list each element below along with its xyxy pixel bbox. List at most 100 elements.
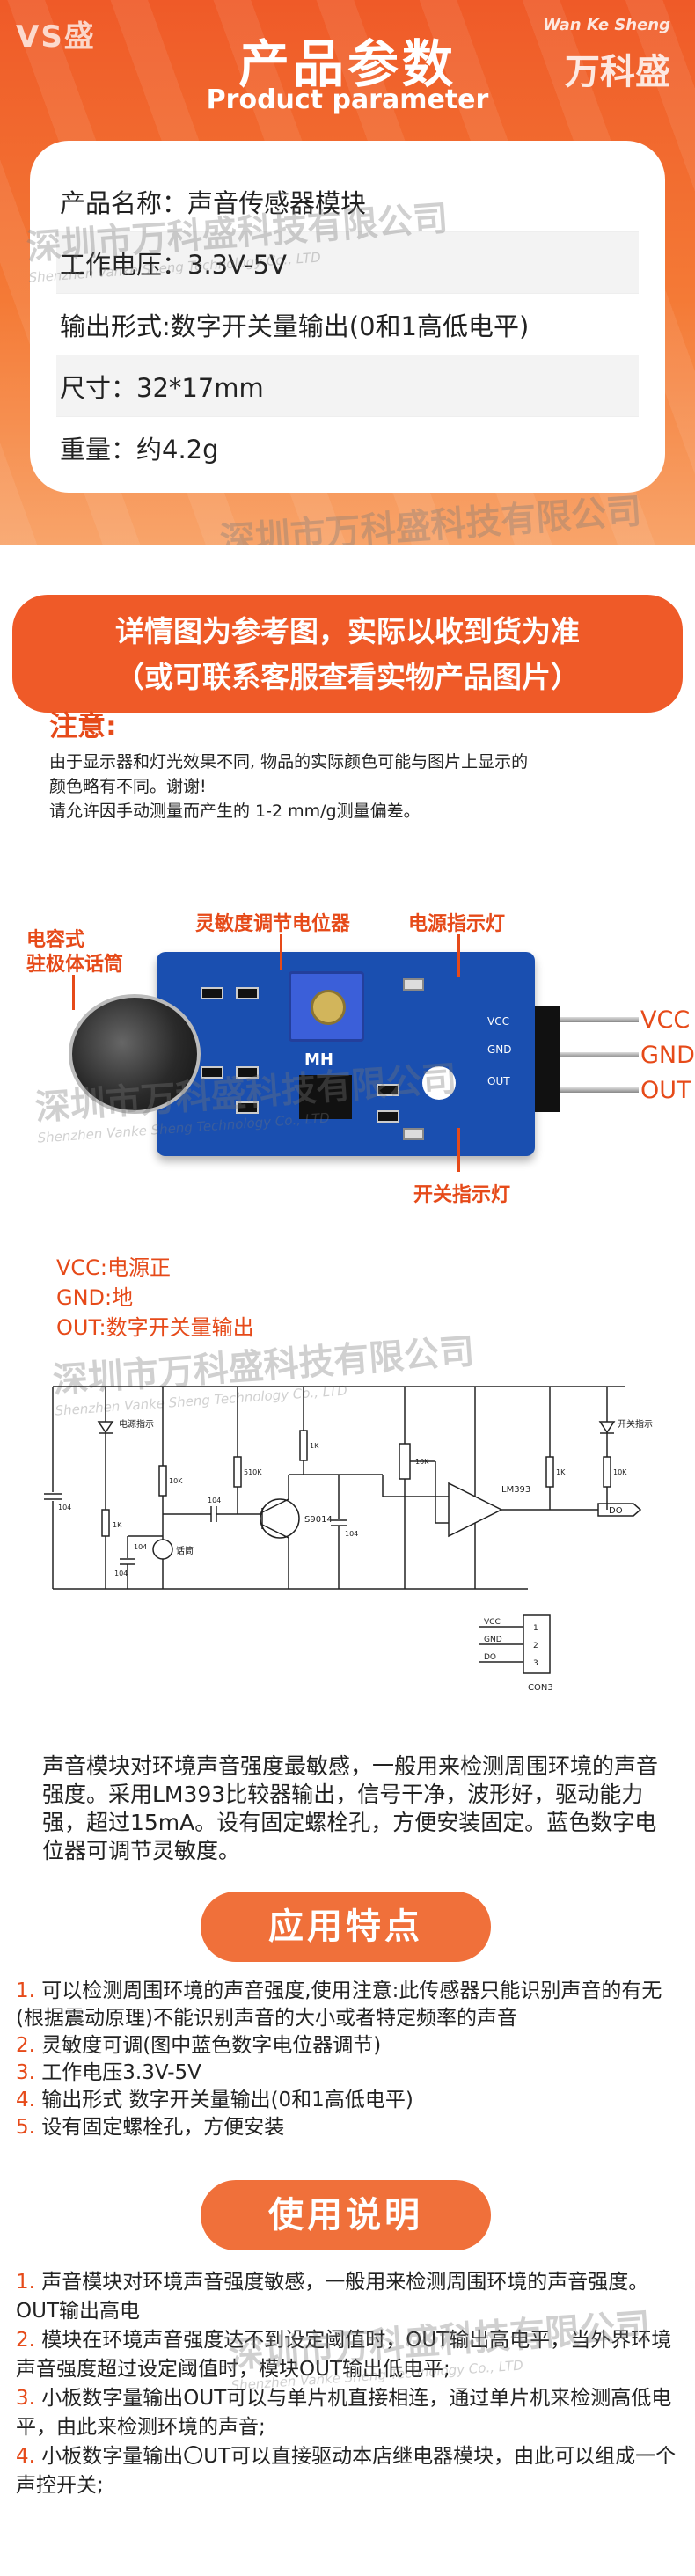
attention-title: 注意: [49, 709, 117, 743]
schem-value: 1K [310, 1442, 319, 1450]
schem-value: 10K [613, 1468, 627, 1476]
brand-logo-right: Wan Ke Sheng 万科盛 [543, 16, 670, 94]
schem-value: 10K [169, 1477, 183, 1485]
parameter-header: VS盛 Wan Ke Sheng 万科盛 产品参数 Product parame… [0, 0, 695, 545]
notice-line-1: 详情图为参考图，实际以收到货为准 [115, 614, 580, 648]
schem-conn-num: 2 [533, 1642, 538, 1650]
list-text: OUT输出高电 [16, 2300, 140, 2323]
list-number: 2. [16, 2034, 35, 2057]
board-pin-label: GND [487, 1043, 512, 1056]
schem-conn-num: 1 [533, 1624, 538, 1633]
list-item: 3. 工作电压3.3V-5V [16, 2060, 684, 2087]
schem-conn-pin: VCC [484, 1618, 501, 1627]
smd-component [377, 1084, 399, 1096]
header-pin [560, 1087, 639, 1093]
schem-label-connector: CON3 [528, 1683, 553, 1693]
list-number: 3. [16, 2387, 35, 2410]
attention-text: 由于显示器和灯光效果不同, 物品的实际颜色可能与图片上显示的 颜色略有不同。谢谢… [49, 750, 656, 823]
board-mark: MH [304, 1050, 333, 1069]
list-text: 灵敏度可调(图中蓝色数字电位器调节) [41, 2034, 382, 2057]
list-number: 1. [16, 2271, 35, 2294]
param-output-type: 输出形式:数字开关量输出(0和1高低电平) [56, 294, 639, 355]
circuit-schematic: 电源指示 开关指示 话筒 S9014 LM393 DO CON3 VCC GND… [44, 1386, 653, 1693]
list-number: 5. [16, 2116, 35, 2139]
electret-microphone [69, 994, 201, 1114]
param-weight: 重量：约4.2g [60, 435, 219, 465]
label-microphone-1: 电容式 [26, 929, 85, 951]
param-size: 尺寸：32*17mm [56, 355, 639, 417]
list-item: 2. 模块在环境声音强度达不到设定阈值时，OUT输出高电平，当外界环境声音强度超… [16, 2326, 684, 2384]
schem-value: 104 [114, 1570, 128, 1577]
list-item: 4. 小板数字量输出〇UT可以直接驱动本店继电器模块，由此可以组成一个声控开关; [16, 2442, 684, 2500]
potentiometer-knob [311, 990, 346, 1025]
param-product-name: 产品名称：声音传感器模块 [56, 171, 639, 232]
schem-resistor [158, 1465, 167, 1497]
header-pin [560, 1017, 639, 1022]
schem-conn-pin: GND [484, 1636, 502, 1644]
schem-resistor [101, 1509, 110, 1537]
list-item: 5. 设有固定螺栓孔，方便安装 [16, 2114, 684, 2141]
comparator-chip [299, 1075, 352, 1119]
schem-label-mic: 话筒 [176, 1545, 194, 1556]
schem-value: 1K [113, 1521, 122, 1529]
list-item: 1. 声音模块对环境声音强度敏感，一般用来检测周围环境的声音强度。 [16, 2268, 684, 2297]
label-microphone-2: 驻极体话筒 [26, 954, 124, 976]
pin-desc-vcc: VCC:电源正 [56, 1255, 172, 1280]
smd-component [236, 1101, 259, 1114]
features-list: 1. 可以检测周围环境的声音强度,使用注意:此传感器只能识别声音的有无(根据震动… [16, 1978, 684, 2141]
list-text: 小板数字量输出OUT可以与单片机直接相连，通过单片机来检测高低电平，由此来检测环… [16, 2387, 672, 2439]
list-text: 设有固定螺栓孔，方便安装 [41, 2116, 285, 2139]
board-pin-label: OUT [487, 1075, 510, 1087]
pin-label-vcc: VCC [640, 1006, 691, 1034]
potentiometer [289, 971, 364, 1042]
schem-label-transistor: S9014 [304, 1515, 333, 1525]
list-item: 2. 灵敏度可调(图中蓝色数字电位器调节) [16, 2032, 684, 2060]
page-subtitle: Product parameter [206, 84, 489, 115]
pointer-line [457, 934, 460, 977]
module-photo-diagram: MH VCC GND OUT 灵敏度调节电位器 电源指示灯 电容式 驻极体话筒 … [0, 889, 695, 1223]
schem-led-symbol [97, 1421, 114, 1434]
power-led [403, 978, 424, 991]
schem-output-tag [597, 1503, 642, 1517]
schem-led-symbol [598, 1421, 616, 1434]
notice-line-2: （或可联系客服查看实物产品图片） [115, 660, 580, 694]
schem-value: 10K [415, 1458, 429, 1466]
label-potentiometer: 灵敏度调节电位器 [195, 913, 351, 935]
schem-value: 104 [345, 1530, 358, 1538]
list-number: 4. [16, 2089, 35, 2111]
schem-value: 510K [244, 1468, 262, 1476]
attention-line: 由于显示器和灯光效果不同, 物品的实际颜色可能与图片上显示的 [49, 752, 529, 772]
list-text: 小板数字量输出〇UT可以直接驱动本店继电器模块，由此可以组成一个声控开关; [16, 2445, 677, 2497]
list-text: 声音模块对环境声音强度敏感，一般用来检测周围环境的声音强度。 [41, 2271, 649, 2294]
schem-value: 104 [58, 1504, 71, 1511]
parameter-card: 产品名称：声音传感器模块 工作电压：3.3V-5V 输出形式:数字开关量输出(0… [30, 141, 665, 493]
pointer-line [457, 1128, 460, 1172]
smd-component [236, 987, 259, 999]
board-pin-label: VCC [487, 1015, 509, 1028]
list-number: 2. [16, 2329, 35, 2352]
list-number: 3. [16, 2061, 35, 2084]
list-item: 1. 可以检测周围环境的声音强度,使用注意:此传感器只能识别声音的有无(根据震动… [16, 1978, 684, 2032]
list-item: 4. 输出形式 数字开关量输出(0和1高低电平) [16, 2087, 684, 2114]
list-number: 1. [16, 1980, 35, 2002]
brand-english-name: Wan Ke Sheng [543, 16, 670, 34]
schem-label-switch-led: 开关指示 [618, 1418, 653, 1430]
attention-line: 请允许因手动测量而产生的 1-2 mm/g测量偏差。 [49, 801, 421, 821]
schem-transistor-symbol [260, 1498, 300, 1539]
switch-led [403, 1128, 424, 1140]
module-description: 声音模块对环境声音强度最敏感，一般用来检测周围环境的声音强度。采用LM393比较… [42, 1753, 659, 1863]
schem-resistor [603, 1456, 611, 1488]
usage-list: 1. 声音模块对环境声音强度敏感，一般用来检测周围环境的声音强度。 OUT输出高… [16, 2268, 684, 2500]
schem-conn-pin: DO [484, 1653, 496, 1662]
schem-label-output: DO [609, 1506, 623, 1516]
smd-component [201, 987, 223, 999]
list-item: OUT输出高电 [16, 2297, 684, 2326]
header-pin [560, 1052, 639, 1057]
schem-value: 104 [208, 1497, 221, 1504]
list-text: 模块在环境声音强度达不到设定阈值时，OUT输出高电平，当外界环境声音强度超过设定… [16, 2329, 672, 2381]
pin-description: VCC:电源正 GND:地 OUT:数字开关量输出 [56, 1253, 254, 1343]
list-text: 输出形式 数字开关量输出(0和1高低电平) [41, 2089, 413, 2111]
smd-component [236, 1066, 259, 1079]
reference-notice-banner: 详情图为参考图，实际以收到货为准 （或可联系客服查看实物产品图片） [12, 595, 683, 713]
pointer-line [280, 934, 282, 970]
